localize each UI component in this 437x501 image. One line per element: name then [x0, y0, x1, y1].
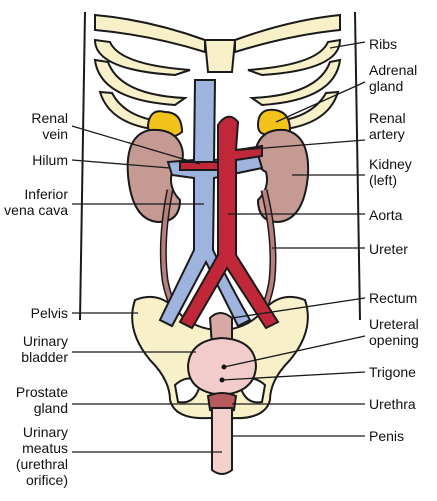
leader-ureteral-opening	[223, 335, 366, 368]
rib-left-1	[94, 13, 206, 54]
label-renal-artery: Renal artery	[369, 110, 406, 142]
label-penis: Penis	[369, 428, 405, 444]
rib-right-1	[234, 13, 341, 54]
rib-right-3	[249, 58, 342, 107]
label-urinary-meatus: Urinary meatus (urethral orifice)	[15, 424, 68, 488]
label-prostate-gland: Prostate gland	[15, 384, 68, 416]
label-renal-vein: Renal vein	[31, 110, 68, 142]
sternum	[203, 39, 237, 73]
label-pelvis: Pelvis	[30, 305, 68, 321]
label-aorta: Aorta	[369, 207, 403, 223]
rib-left-3	[93, 58, 188, 107]
rib-cage	[93, 13, 342, 132]
leader-renal-artery	[239, 139, 366, 151]
label-trigone: Trigone	[369, 364, 416, 380]
rib-left-2	[93, 38, 191, 77]
label-inferior-vena-cava: Inferior vena cava	[4, 186, 68, 218]
label-ureter: Ureter	[369, 241, 408, 257]
label-urinary-bladder: Urinary bladder	[21, 333, 68, 365]
label-adrenal-gland: Adrenal gland	[369, 62, 418, 94]
label-hilum: Hilum	[32, 152, 68, 168]
label-ureteral-opening: Ureteral opening	[369, 316, 419, 348]
leader-renal-vein	[71, 125, 201, 165]
penis-urethra	[211, 407, 233, 475]
label-kidney-left: Kidney (left)	[369, 156, 412, 188]
leader-trigone	[221, 371, 366, 381]
leader-hilum	[71, 159, 171, 169]
leader-rectum	[231, 297, 366, 319]
torso-outline	[79, 11, 361, 321]
label-ribs: Ribs	[369, 36, 398, 52]
adrenal-glands	[146, 108, 292, 139]
rib-right-2	[247, 38, 342, 77]
leader-ribs	[329, 41, 366, 49]
aorta	[178, 115, 280, 330]
kidney-left-side	[254, 128, 310, 224]
label-urethra: Urethra	[369, 396, 416, 412]
leader-lines	[71, 41, 366, 453]
leader-adrenal	[275, 81, 366, 123]
label-rectum: Rectum	[369, 290, 418, 306]
